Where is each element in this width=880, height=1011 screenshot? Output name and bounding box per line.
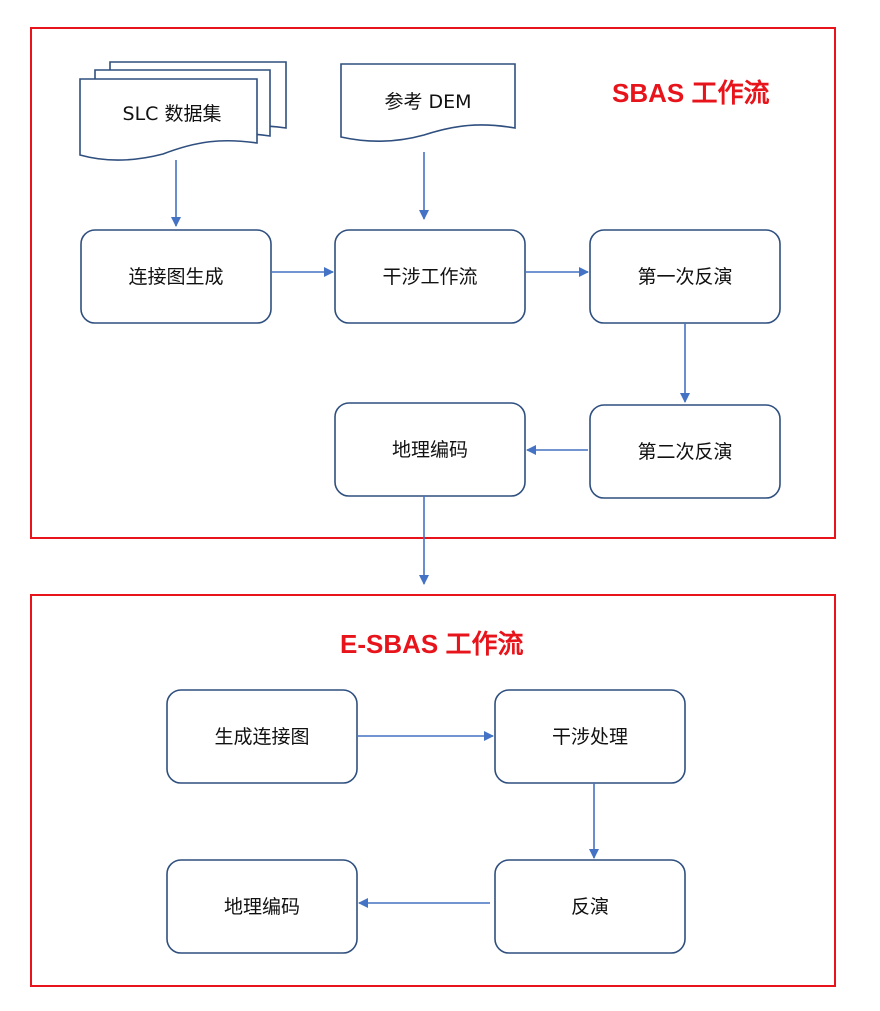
- second-inversion-label: 第二次反演: [637, 441, 732, 463]
- reference-dem-node: 参考 DEM: [340, 63, 516, 143]
- first-inversion-label: 第一次反演: [637, 266, 732, 288]
- generate-graph-node: 生成连接图: [166, 689, 358, 784]
- generate-graph-label: 生成连接图: [214, 726, 309, 748]
- sbas-frame: [30, 27, 836, 539]
- sbas-title: SBAS 工作流: [612, 78, 769, 108]
- esbas-geocoding-label: 地理编码: [224, 896, 300, 918]
- first-inversion-node: 第一次反演: [589, 229, 781, 324]
- second-inversion-node: 第二次反演: [589, 404, 781, 499]
- inversion-node: 反演: [494, 859, 686, 954]
- esbas-frame: [30, 594, 836, 987]
- interferometry-workflow-node: 干涉工作流: [334, 229, 526, 324]
- slc-dataset-node: SLC 数据集: [79, 61, 287, 161]
- sbas-geocoding-node: 地理编码: [334, 402, 526, 497]
- esbas-title: E-SBAS 工作流: [340, 629, 523, 659]
- graph-generation-node: 连接图生成: [80, 229, 272, 324]
- interferometric-processing-node: 干涉处理: [494, 689, 686, 784]
- slc-dataset-label: SLC 数据集: [123, 103, 222, 125]
- reference-dem-label: 参考 DEM: [384, 91, 471, 113]
- graph-generation-label: 连接图生成: [128, 266, 223, 288]
- interferometric-processing-label: 干涉处理: [552, 726, 628, 748]
- esbas-geocoding-node: 地理编码: [166, 859, 358, 954]
- sbas-geocoding-label: 地理编码: [392, 439, 468, 461]
- inversion-label: 反演: [571, 896, 609, 918]
- interferometry-workflow-label: 干涉工作流: [382, 266, 477, 288]
